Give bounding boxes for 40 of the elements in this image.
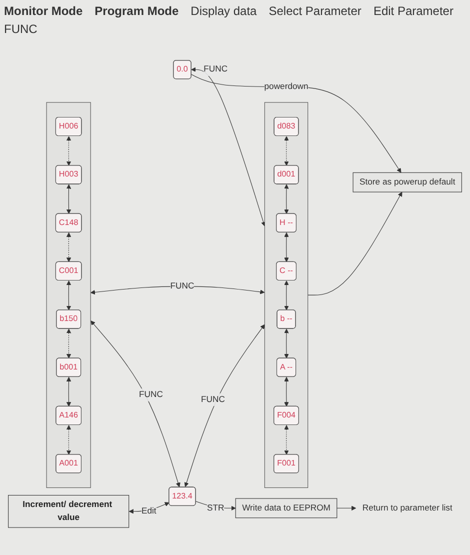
arrow [284, 328, 289, 358]
mode-heading: Monitor Mode [4, 4, 83, 18]
arrow [191, 66, 266, 226]
arrow [66, 424, 72, 454]
mode-heading: Program Mode [94, 4, 179, 18]
edge-label: FUNC [204, 64, 228, 74]
column-heading: Edit Parameter [373, 4, 454, 18]
arrow [284, 280, 289, 310]
node-box: Write data to EEPROM [235, 498, 338, 518]
edge-label: FUNC [170, 281, 194, 290]
arrow [284, 136, 289, 166]
arrow [284, 424, 289, 454]
arrow [66, 136, 72, 166]
column-heading: Select Parameter [268, 4, 362, 18]
arrow [184, 324, 265, 487]
cluster [264, 102, 308, 488]
arrow [284, 184, 289, 214]
arrow [66, 328, 72, 358]
column-heading: Display data [190, 4, 257, 18]
arrow [66, 280, 72, 310]
arrow [336, 505, 356, 510]
edge-label: FUNC [139, 390, 163, 399]
edge-label: FUNC [201, 394, 225, 404]
node-box: Increment/ decrement value [8, 494, 130, 528]
arrow [191, 74, 402, 172]
node-box: Store as powerup default [352, 172, 462, 192]
cluster [46, 102, 91, 488]
arrow [284, 376, 289, 406]
arrow [66, 232, 72, 262]
key-label: FUNC [4, 22, 38, 36]
edge-label: Edit [141, 506, 156, 516]
arrow [66, 376, 72, 406]
arrow [308, 191, 402, 295]
arrow [90, 286, 265, 294]
arrow [66, 184, 72, 214]
edge-label: powerdown [264, 82, 308, 91]
arrow [284, 232, 289, 262]
edge-label: STR [206, 502, 224, 512]
arrow [90, 320, 180, 487]
node-text: Return to parameter list [362, 502, 452, 512]
